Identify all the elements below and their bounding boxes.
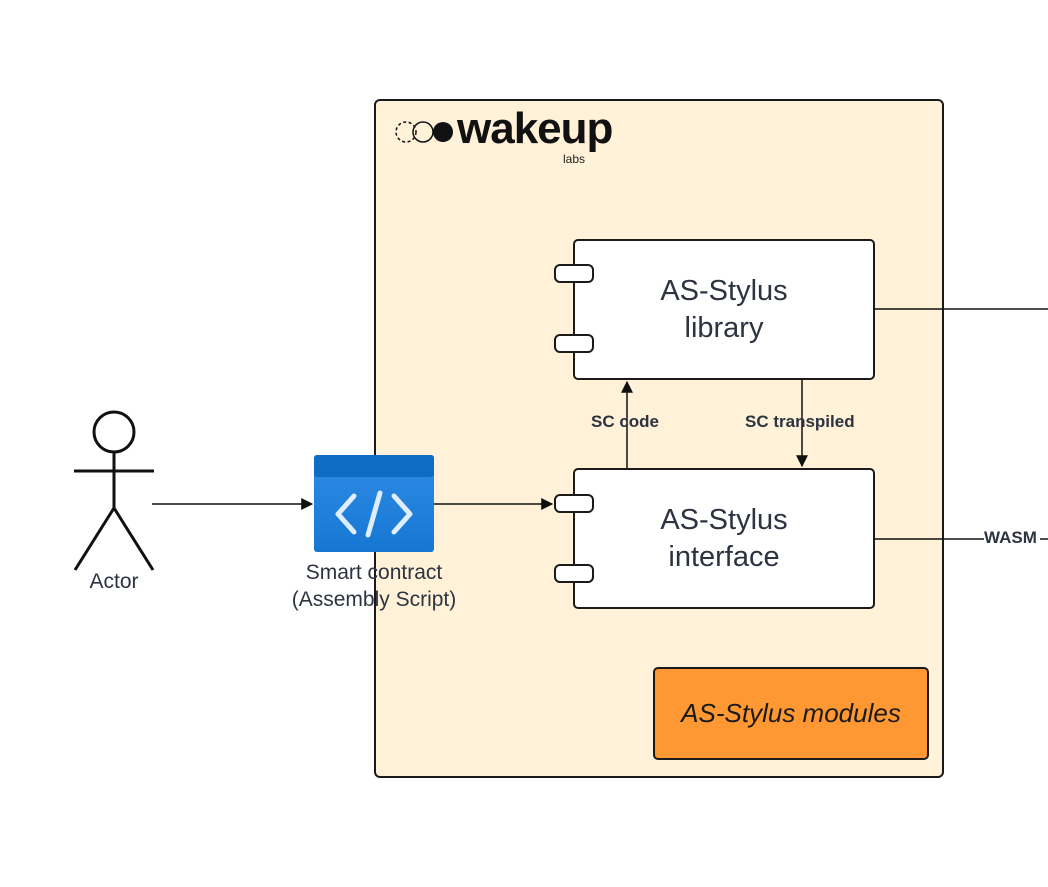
- label-sc-code: SC code: [591, 412, 660, 431]
- label-sc-transpiled: SC transpiled: [745, 412, 855, 431]
- actor-figure: [73, 410, 155, 571]
- code-icon[interactable]: [314, 455, 434, 552]
- interface-port-bottom: [554, 564, 594, 583]
- modules-text: AS-Stylus modules: [681, 698, 901, 728]
- as-stylus-modules-label: AS-Stylus modules: [653, 667, 929, 760]
- actor-label: Actor: [89, 570, 139, 593]
- logo-wordmark: wakeup: [457, 104, 613, 153]
- library-port-bottom: [554, 334, 594, 353]
- label-wasm: WASM: [984, 528, 1037, 547]
- as-stylus-library[interactable]: AS-Stylus library: [573, 239, 875, 380]
- library-title: AS-Stylus library: [660, 274, 788, 344]
- interface-title: AS-Stylus interface: [660, 503, 788, 573]
- interface-port-top: [554, 494, 594, 513]
- logo-subtitle: labs: [563, 152, 586, 166]
- wakeup-logo-icon: [395, 121, 453, 143]
- library-port-top: [554, 264, 594, 283]
- smart-contract-caption: Smart contract (Assembly Script): [291, 561, 457, 611]
- wakeup-container: [374, 99, 944, 778]
- as-stylus-interface[interactable]: AS-Stylus interface: [573, 468, 875, 609]
